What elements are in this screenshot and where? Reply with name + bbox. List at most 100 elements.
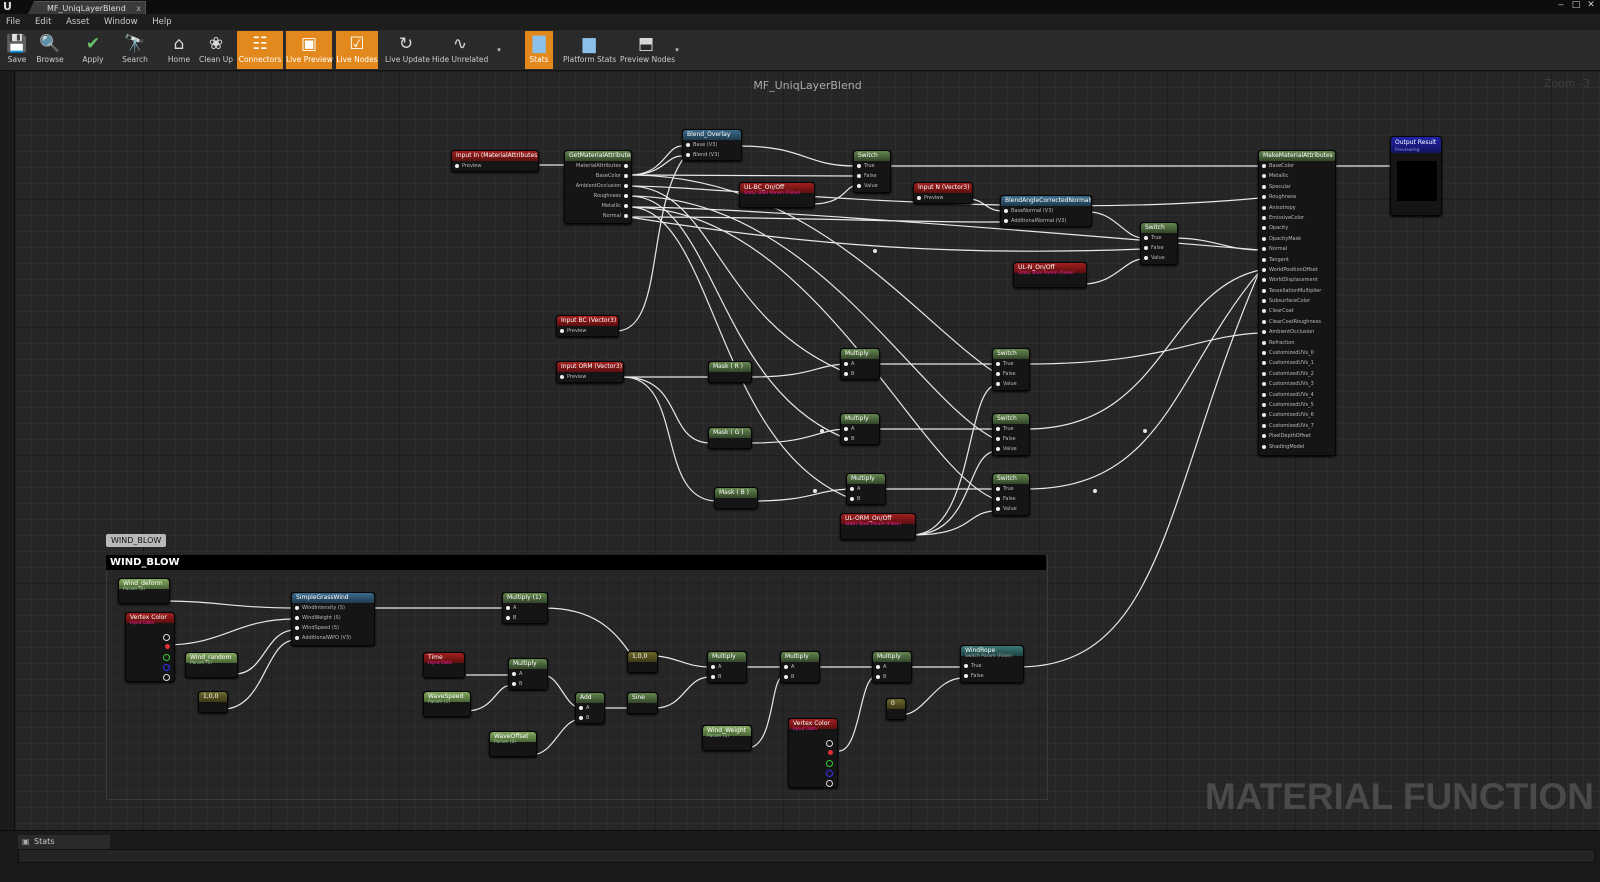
node-output-result[interactable]: Output Result Previewing <box>1390 136 1442 216</box>
menu-help[interactable]: Help <box>152 17 172 27</box>
live-update-icon: ↻ <box>398 34 414 54</box>
menu-asset[interactable]: Asset <box>66 17 90 27</box>
toolbar: 💾Save 🔍Browse ✔Apply 🔭Search ⌂Home ❀Clea… <box>0 30 1600 71</box>
node-mask-g[interactable]: Mask ( G ) <box>708 427 752 449</box>
platform-stats-icon: ▆ <box>582 34 596 54</box>
home-icon: ⌂ <box>173 34 185 54</box>
close-tab-icon[interactable]: x <box>136 4 141 13</box>
make-attr-pin: CustomizedUVs_7 <box>1259 421 1335 431</box>
node-input-in[interactable]: Input In (MaterialAttributes) Preview <box>451 150 539 172</box>
node-input-n[interactable]: Input N (Vector3) Preview <box>913 182 973 204</box>
node-multiply-g[interactable]: Multiply A B <box>840 413 880 445</box>
save-icon: 💾 <box>6 34 28 54</box>
node-multiply-4[interactable]: Multiply A B <box>707 651 747 683</box>
node-wave-speed[interactable]: WaveSpeed Param (1) <box>423 691 471 717</box>
cleanup-button[interactable]: ❀Clean Up <box>199 34 233 64</box>
make-attr-pin: CustomizedUVs_4 <box>1259 390 1335 400</box>
make-attr-pin: Tangent <box>1259 255 1335 265</box>
node-ul-bc-toggle[interactable]: UL-BC_On/Off Static Bool Param (False) <box>739 182 815 208</box>
asset-tab[interactable]: MF_UniqLayerBlend x <box>28 1 146 14</box>
node-multiply-6[interactable]: Multiply A B <box>872 651 912 683</box>
stats-panel: ▣ Stats <box>0 830 1600 882</box>
node-wave-offset[interactable]: WaveOffset Param (0) <box>489 731 537 757</box>
node-ul-orm-toggle[interactable]: UL-ORM_On/Off Static Bool Param (False) <box>840 513 916 540</box>
output-preview-swatch <box>1397 161 1437 201</box>
node-switch-ao[interactable]: Switch True False Value <box>992 348 1030 391</box>
apply-button[interactable]: ✔Apply <box>80 31 106 69</box>
node-constant-1-0-0-a[interactable]: 1,0,0 <box>198 691 228 713</box>
node-sine[interactable]: Sine <box>627 692 658 714</box>
make-attr-pin: Anisotropy <box>1259 203 1335 213</box>
menu-window[interactable]: Window <box>104 17 138 27</box>
node-multiply-time[interactable]: Multiply A B <box>508 658 548 690</box>
node-blend-angle-corrected-normals[interactable]: BlendAngleCorrectedNormals BaseNormal (V… <box>1000 195 1092 227</box>
node-ul-n-toggle[interactable]: UL-N_On/Off Static Bool Param (False) <box>1013 262 1087 288</box>
node-time[interactable]: Time Input Data <box>423 652 465 678</box>
minimize-button[interactable]: ‒ <box>1558 0 1564 10</box>
live-nodes-button[interactable]: ☑Live Nodes <box>336 31 378 69</box>
menu-file[interactable]: File <box>6 17 21 27</box>
node-multiply-r[interactable]: Multiply A B <box>840 348 880 380</box>
node-get-material-attributes[interactable]: GetMaterialAttributes MaterialAttributes… <box>564 150 632 224</box>
node-vertex-color-2[interactable]: Vertex Color Input Data <box>788 718 838 788</box>
node-wind-deform[interactable]: Wind_deform Param (0) <box>118 578 170 604</box>
preview-nodes-button[interactable]: ⬒Preview Nodes <box>620 34 676 64</box>
menu-edit[interactable]: Edit <box>34 17 52 27</box>
live-preview-button[interactable]: ▣Live Preview <box>286 31 333 69</box>
node-constant-1-0-0-b[interactable]: 1,0,0 <box>627 651 658 673</box>
menu-bar: File Edit Asset Window Help <box>0 14 1600 30</box>
make-attr-pin: WorldDisplacement <box>1259 275 1335 285</box>
node-switch-roughness[interactable]: Switch True False Value <box>992 413 1030 456</box>
apply-icon: ✔ <box>85 34 101 54</box>
live-nodes-icon: ☑ <box>349 34 365 54</box>
make-attr-pin: CustomizedUVs_1 <box>1259 358 1335 368</box>
make-attr-pin: ClearCoatRoughness <box>1259 317 1335 327</box>
node-mask-b[interactable]: Mask ( B ) <box>714 487 758 509</box>
maximize-button[interactable]: □ <box>1571 0 1581 10</box>
pin-rgb <box>163 634 170 641</box>
node-multiply-b[interactable]: Multiply A B <box>846 473 886 505</box>
node-vertex-color-1[interactable]: Vertex Color Input Data <box>125 612 175 682</box>
node-wind-weight[interactable]: Wind_Weight Param (1) <box>702 725 752 751</box>
preview-nodes-dropdown-icon[interactable]: ▾ <box>675 46 679 54</box>
node-switch-normal[interactable]: Switch True False Value <box>1140 222 1178 265</box>
graph-title: MF_UniqLayerBlend <box>753 79 862 92</box>
make-attr-pin: PixelDepthOffset <box>1259 431 1335 441</box>
platform-stats-button[interactable]: ▆Platform Stats <box>563 34 617 64</box>
node-add[interactable]: Add A B <box>575 692 605 724</box>
node-wind-rope[interactable]: WindRope Switch Param (False) True False <box>960 645 1024 683</box>
node-multiply-1[interactable]: Multiply (1) A B <box>502 592 548 624</box>
hide-unrelated-dropdown-icon[interactable]: ▾ <box>497 46 501 54</box>
make-attr-pin: ClearCoat <box>1259 306 1335 316</box>
close-window-button[interactable]: ✕ <box>1587 0 1595 10</box>
browse-button[interactable]: 🔍Browse <box>34 31 66 69</box>
save-button[interactable]: 💾Save <box>4 31 30 69</box>
node-switch-metallic[interactable]: Switch True False Value <box>992 473 1030 516</box>
node-input-orm[interactable]: Input ORM (Vector3) Preview <box>556 361 624 383</box>
node-blend-overlay[interactable]: Blend_Overlay Base (V3) Blend (V3) <box>682 129 742 161</box>
home-button[interactable]: ⌂Home <box>165 31 193 69</box>
material-function-watermark: MATERIAL FUNCTION <box>1204 776 1594 817</box>
node-wind-random[interactable]: Wind_random Param (1) <box>185 652 238 678</box>
palette-side-strip[interactable] <box>0 71 15 831</box>
live-update-button[interactable]: ↻Live Update <box>385 34 430 64</box>
stats-tab[interactable]: ▣ Stats <box>18 835 110 849</box>
comment-title[interactable]: WIND_BLOW <box>106 555 1046 570</box>
search-button[interactable]: 🔭Search <box>120 31 150 69</box>
connectors-button[interactable]: ☷Connectors <box>237 31 283 69</box>
material-graph-canvas[interactable]: MF_UniqLayerBlend Zoom -3 WIND_BLOW WIND… <box>15 71 1600 830</box>
unreal-logo-icon[interactable]: U <box>3 0 12 13</box>
make-attr-pin: Metallic <box>1259 171 1335 181</box>
node-constant-0[interactable]: 0 <box>886 698 906 720</box>
comment-bubble[interactable]: WIND_BLOW <box>106 534 167 547</box>
stats-button[interactable]: ▇Stats <box>525 31 553 69</box>
node-multiply-5[interactable]: Multiply A B <box>780 651 820 683</box>
hide-unrelated-button[interactable]: ∿Hide Unrelated <box>432 34 489 64</box>
make-attr-pin: WorldPositionOffset <box>1259 265 1335 275</box>
node-switch-basecolor[interactable]: Switch True False Value <box>853 150 891 193</box>
node-simple-grass-wind[interactable]: SimpleGrassWind WindIntensity (S) WindWe… <box>291 592 375 646</box>
node-mask-r[interactable]: Mask ( R ) <box>708 361 752 383</box>
node-input-bc[interactable]: Input BC (Vector3) Preview <box>556 315 619 337</box>
make-attr-pin: CustomizedUVs_0 <box>1259 348 1335 358</box>
